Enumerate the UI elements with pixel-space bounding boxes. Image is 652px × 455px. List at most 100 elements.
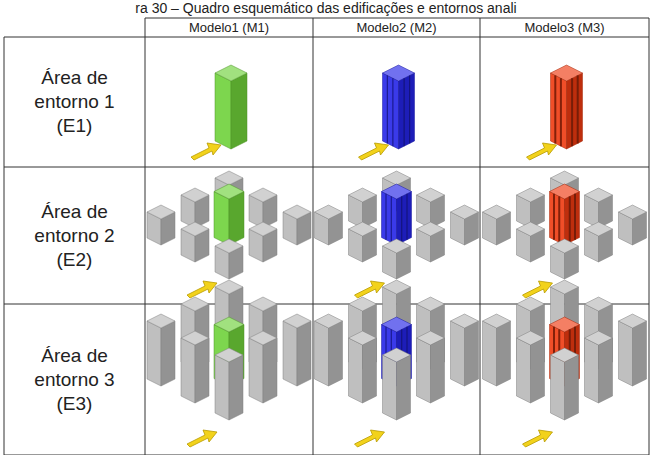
grid-line xyxy=(480,18,481,455)
box-top xyxy=(215,239,243,253)
box-face xyxy=(399,73,415,149)
box-top xyxy=(315,314,343,328)
box-top xyxy=(383,239,411,253)
table-caption: ra 30 – Quadro esquemático das edificaçõ… xyxy=(0,0,652,16)
box-face xyxy=(633,321,647,386)
box-face xyxy=(565,355,579,420)
target-building xyxy=(383,65,415,149)
box-face xyxy=(315,321,329,386)
box-top xyxy=(283,205,311,219)
box-top xyxy=(349,297,377,311)
surrounding-building xyxy=(349,222,377,262)
facade-groove xyxy=(387,75,388,143)
box-top xyxy=(383,280,411,294)
box-face xyxy=(567,73,583,149)
box-face xyxy=(263,338,277,403)
wind-arrow xyxy=(527,143,557,160)
grid-line xyxy=(145,18,146,455)
box-top xyxy=(417,188,445,202)
box-face xyxy=(451,321,465,386)
row-header: Área de entorno 2 (E2) xyxy=(25,200,125,271)
wind-arrow xyxy=(187,281,217,298)
box-top xyxy=(585,222,613,236)
facade-groove xyxy=(407,194,408,240)
box-top xyxy=(417,297,445,311)
surrounding-building xyxy=(315,205,343,245)
box-top xyxy=(585,188,613,202)
box-top xyxy=(215,348,243,362)
box-top xyxy=(551,171,579,185)
surrounding-building xyxy=(451,314,479,386)
facade-groove xyxy=(577,75,579,143)
box-top xyxy=(215,65,247,81)
surrounding-building xyxy=(483,314,511,386)
box-face xyxy=(215,355,229,420)
facade-groove xyxy=(560,78,562,146)
box-face xyxy=(231,73,247,149)
box-face xyxy=(229,192,244,246)
box-face xyxy=(497,321,511,386)
table-grid xyxy=(4,18,649,455)
surrounding-building xyxy=(483,205,511,245)
wind-arrow xyxy=(355,281,385,298)
box-top xyxy=(147,205,175,219)
box-face xyxy=(397,192,412,246)
column-header: Modelo1 (M1) xyxy=(145,20,313,35)
facade-groove xyxy=(553,194,555,240)
surrounding-building xyxy=(181,222,209,262)
wind-arrow xyxy=(355,430,385,447)
box-face xyxy=(551,73,567,149)
wind-arrow xyxy=(523,281,553,298)
box-face xyxy=(229,355,243,420)
surrounding-building xyxy=(585,222,613,262)
box-face xyxy=(465,321,479,386)
grid-line xyxy=(145,18,649,19)
wind-arrow xyxy=(187,430,217,447)
facade-groove xyxy=(386,194,387,240)
surrounding-building xyxy=(215,239,243,279)
row-header: Área de entorno 3 (E3) xyxy=(25,344,125,415)
facade-groove xyxy=(574,194,576,240)
box-top xyxy=(315,205,343,219)
box-face xyxy=(283,321,297,386)
box-face xyxy=(214,192,229,246)
target-building xyxy=(214,184,244,245)
box-top xyxy=(483,205,511,219)
box-top xyxy=(551,348,579,362)
surrounding-building xyxy=(619,314,647,386)
surrounding-building xyxy=(451,205,479,245)
grid-line xyxy=(649,18,650,455)
box-face xyxy=(383,355,397,420)
box-top xyxy=(619,205,647,219)
box-top xyxy=(451,314,479,328)
box-face xyxy=(181,338,195,403)
box-top xyxy=(383,348,411,362)
surrounding-building xyxy=(517,331,545,403)
box-face xyxy=(550,192,565,246)
box-face xyxy=(565,192,580,246)
box-face xyxy=(249,338,263,403)
box-top xyxy=(249,331,277,345)
box-top xyxy=(383,171,411,185)
box-top xyxy=(181,222,209,236)
box-top xyxy=(417,222,445,236)
box-face xyxy=(349,338,363,403)
box-face xyxy=(147,321,161,386)
column-header: Modelo3 (M3) xyxy=(480,20,649,35)
surrounding-building xyxy=(249,331,277,403)
target-building xyxy=(550,184,580,245)
box-face xyxy=(517,338,531,403)
facade-groove xyxy=(409,75,410,143)
surrounding-building xyxy=(383,348,411,420)
target-building xyxy=(382,184,412,245)
surrounding-building xyxy=(619,205,647,245)
box-top xyxy=(181,331,209,345)
box-top xyxy=(517,188,545,202)
box-top xyxy=(349,331,377,345)
grid-line xyxy=(4,167,649,168)
box-top xyxy=(349,222,377,236)
box-face xyxy=(363,338,377,403)
facade-groove xyxy=(392,78,393,146)
facade-groove xyxy=(558,196,560,242)
box-face xyxy=(599,338,613,403)
